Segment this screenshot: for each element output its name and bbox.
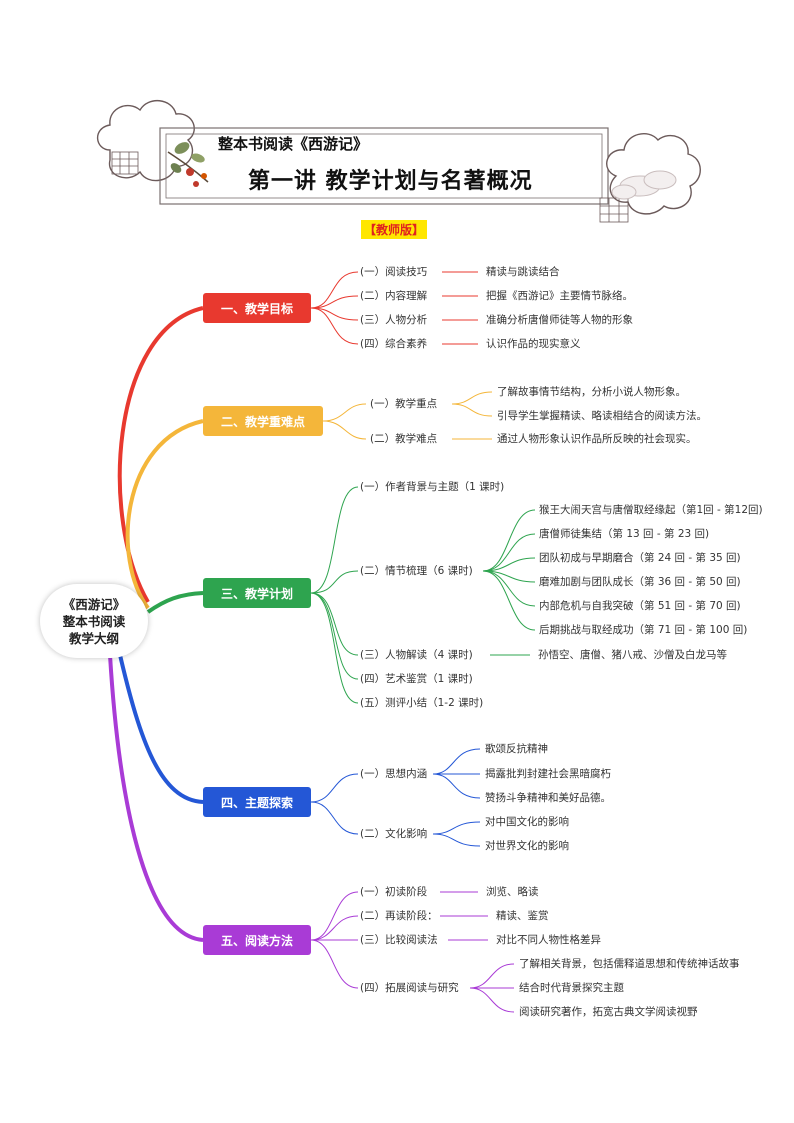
branch-key-difficult-points: 二、教学重难点 [203, 406, 323, 436]
flower-branch-ornament [167, 142, 209, 187]
connectors-branch-2 [322, 391, 493, 440]
page-title: 第一讲 教学计划与名著概况 [248, 168, 533, 194]
central-topic: 《西游记》 整本书阅读 教学大纲 [40, 584, 148, 658]
goal-detail-2: 把握《西游记》主要情节脉络。 [486, 290, 633, 302]
theme-detail-2: 揭露批判封建社会黑暗腐朽 [485, 768, 611, 780]
left-cloud-ornament [96, 100, 195, 182]
method-detail-3: 对比不同人物性格差异 [496, 934, 601, 946]
goal-item-4: (四）综合素养 [360, 338, 428, 350]
culture-detail-1: 对中国文化的影响 [485, 816, 569, 828]
method-item-1: (一）初读阶段 [360, 886, 428, 898]
left-grid-ornament [111, 151, 139, 175]
branch-teaching-plan: 三、教学计划 [203, 578, 311, 608]
plot-detail-5: 内部危机与自我突破（第 51 回 - 第 70 回) [539, 600, 741, 612]
central-topic-line-3: 教学大纲 [68, 630, 119, 646]
goal-item-2: (二）内容理解 [360, 290, 428, 302]
method-item-3: (三）比较阅读法 [360, 934, 438, 946]
theme-item-1: (一）思想内涵 [360, 768, 428, 780]
main-curve-red [117, 306, 204, 604]
connectors-branch-4 [310, 748, 481, 847]
goal-detail-3: 准确分析唐僧师徒等人物的形象 [486, 314, 633, 326]
right-grid-ornament [599, 197, 629, 223]
method-detail-2: 精读、鉴赏 [496, 910, 549, 922]
central-topic-line-2: 整本书阅读 [62, 613, 126, 629]
method-detail-1: 浏览、略读 [486, 886, 539, 898]
plot-detail-6: 后期挑战与取经成功（第 71 回 - 第 100 回) [539, 624, 748, 636]
central-topic-line-1: 《西游记》 [62, 596, 126, 612]
culture-detail-2: 对世界文化的影响 [485, 840, 569, 852]
character-detail: 孙悟空、唐僧、猪八戒、沙僧及白龙马等 [538, 649, 727, 661]
plot-detail-4: 磨难加剧与团队成长（第 36 回 - 第 50 回) [539, 576, 741, 588]
plot-detail-3: 团队初成与早期磨合（第 24 回 - 第 35 回) [539, 552, 741, 564]
branch-reading-methods: 五、阅读方法 [203, 925, 311, 955]
plot-detail-1: 猴王大闹天宫与唐僧取经缘起（第1回 - 第12回) [539, 504, 763, 516]
goal-item-3: (三）人物分析 [360, 314, 428, 326]
branch-theme-exploration: 四、主题探索 [203, 787, 311, 817]
difficult-point-item: (二）教学难点 [370, 433, 438, 445]
edition-badge: 【教师版】 [361, 220, 428, 239]
theme-detail-1: 歌颂反抗精神 [485, 743, 548, 755]
connectors-branch-3 [310, 486, 536, 704]
key-point-item: (一）教学重点 [370, 398, 438, 410]
branch-teaching-goals: 一、教学目标 [203, 293, 311, 323]
goal-detail-4: 认识作品的现实意义 [486, 338, 581, 350]
extended-detail-3: 阅读研究著作，拓宽古典文学阅读视野 [519, 1006, 698, 1018]
theme-item-2: (二）文化影响 [360, 828, 428, 840]
method-item-4: (四）拓展阅读与研究 [360, 982, 459, 994]
plan-item-4: (四）艺术鉴赏（1 课时) [360, 673, 473, 685]
plan-item-3: (三）人物解读（4 课时) [360, 649, 473, 661]
main-curve-blue [118, 654, 204, 804]
key-point-detail-2: 引导学生掌握精读、略读相结合的阅读方法。 [497, 410, 707, 422]
plan-item-2: (二）情节梳理（6 课时) [360, 565, 473, 577]
header-banner [96, 100, 701, 223]
main-curve-purple [108, 654, 204, 942]
connectors-branch-5 [310, 891, 515, 1013]
goal-item-1: (一）阅读技巧 [360, 266, 428, 278]
extended-detail-2: 结合时代背景探究主题 [519, 982, 624, 994]
plan-item-1: (一）作者背景与主题（1 课时) [360, 481, 505, 493]
header-subtitle: 整本书阅读《西游记》 [218, 135, 369, 153]
cloud-puff-ornament [611, 170, 677, 200]
goal-detail-1: 精读与跳读结合 [486, 266, 560, 278]
plan-item-5: (五）测评小结（1-2 课时) [360, 697, 484, 709]
main-curve-green [146, 591, 204, 614]
theme-detail-3: 赞扬斗争精神和美好品德。 [485, 792, 611, 804]
plot-detail-2: 唐僧师徒集结（第 13 回 - 第 23 回) [539, 528, 710, 540]
main-curve-yellow [125, 419, 204, 610]
connectors-branch-1 [310, 271, 478, 345]
difficult-point-detail: 通过人物形象认识作品所反映的社会现实。 [497, 433, 697, 445]
key-point-detail-1: 了解故事情节结构，分析小说人物形象。 [497, 386, 686, 398]
extended-detail-1: 了解相关背景，包括儒释道思想和传统神话故事 [519, 958, 740, 970]
method-item-2: (二）再读阶段： [360, 910, 438, 922]
